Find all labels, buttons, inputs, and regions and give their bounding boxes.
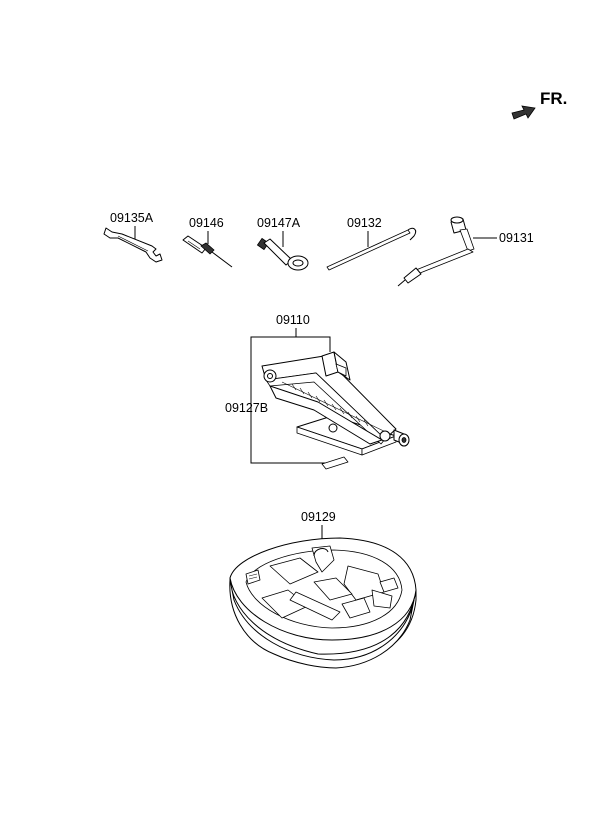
tool-tray-icon <box>229 537 417 669</box>
part-number-jack: 09110 <box>276 313 310 327</box>
part-wrench[interactable]: 09135A <box>103 211 163 263</box>
part-number-jack-handle: 09132 <box>347 216 382 230</box>
part-number-wrench: 09135A <box>110 211 154 225</box>
part-lug-wrench[interactable]: 09131 <box>397 216 534 287</box>
part-number-screwdriver: 09146 <box>189 216 224 230</box>
front-arrow-icon <box>511 105 536 120</box>
part-tray[interactable]: 09129 <box>229 510 417 669</box>
part-number-towing-hook: 09147A <box>257 216 301 230</box>
part-number-jack-bracket: 09127B <box>225 401 268 415</box>
lug-wrench-icon <box>397 216 475 287</box>
towing-hook-icon <box>256 237 309 271</box>
part-screwdriver[interactable]: 09146 <box>182 216 233 268</box>
part-number-tray: 09129 <box>301 510 336 524</box>
scissor-jack-icon <box>261 351 410 470</box>
jack-handle-icon <box>326 227 417 271</box>
part-jack-handle[interactable]: 09132 <box>326 216 417 271</box>
part-jack-assembly[interactable]: 09110 09127B <box>225 313 410 470</box>
part-number-lug-wrench: 09131 <box>499 231 534 245</box>
screwdriver-icon <box>182 235 233 268</box>
front-label: FR. <box>540 89 567 108</box>
part-towing-hook[interactable]: 09147A <box>256 216 309 271</box>
wrench-icon <box>103 227 163 263</box>
front-direction-indicator: FR. <box>511 89 567 120</box>
